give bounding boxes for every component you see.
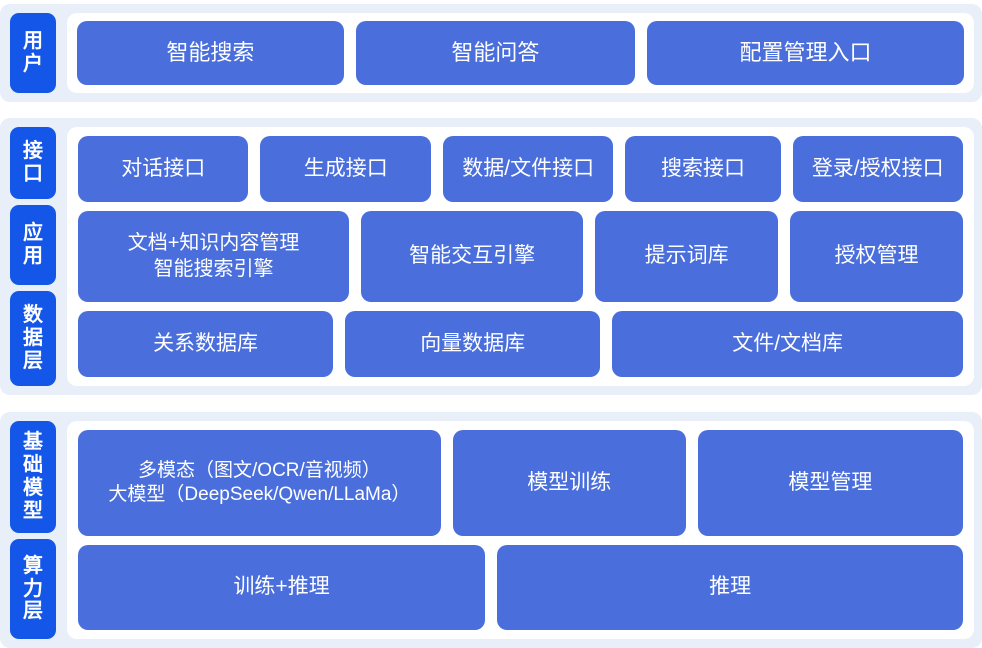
sidebar-tab-user[interactable]: 用 户 [10,13,56,93]
tab-column-user: 用 户 [10,13,56,93]
tab-char: 基 [23,431,43,454]
node-dialog-interface[interactable]: 对话接口 [78,136,249,203]
node-search-interface[interactable]: 搜索接口 [625,136,781,203]
tab-char: 用 [23,245,43,267]
node-config-management-entry[interactable]: 配置管理入口 [647,21,964,85]
tab-char: 数 [23,304,43,327]
tab-column-middle: 接 口 应 用 数 据 层 [10,127,56,386]
sidebar-tab-foundation-model[interactable]: 基 础 模 型 [10,421,56,533]
tab-char: 口 [23,163,43,185]
node-data-file-interface[interactable]: 数据/文件接口 [442,136,614,203]
row-models: 多模态（图文/OCR/音视频） 大模型（DeepSeek/Qwen/LLaMa）… [78,430,963,537]
node-multimodal-large-model[interactable]: 多模态（图文/OCR/音视频） 大模型（DeepSeek/Qwen/LLaMa） [78,430,441,537]
node-file-document-store[interactable]: 文件/文档库 [612,310,964,377]
card-middle: 对话接口 生成接口 数据/文件接口 搜索接口 登录/授权接口 文档+知识内容管理… [67,127,974,386]
node-model-management[interactable]: 模型管理 [697,430,963,537]
row-compute: 训练+推理 推理 [78,545,963,631]
node-inference[interactable]: 推理 [497,545,963,631]
tab-char: 户 [23,53,43,75]
tab-char: 算 [23,554,43,577]
row-user-services: 智能搜索 智能问答 配置管理入口 [77,21,964,85]
row-applications: 文档+知识内容管理 智能搜索引擎 智能交互引擎 提示词库 授权管理 [78,211,963,302]
node-intelligent-interaction-engine[interactable]: 智能交互引擎 [361,211,584,302]
node-prompt-library[interactable]: 提示词库 [595,211,778,302]
row-interfaces: 对话接口 生成接口 数据/文件接口 搜索接口 登录/授权接口 [78,136,963,203]
tab-column-base: 基 础 模 型 算 力 层 [10,421,56,639]
node-doc-knowledge-management[interactable]: 文档+知识内容管理 智能搜索引擎 [78,211,350,302]
node-training-inference[interactable]: 训练+推理 [78,545,486,631]
tab-char: 接 [23,140,43,163]
tab-char: 据 [23,327,43,350]
section-middle: 接 口 应 用 数 据 层 对话接口 生成接口 数据/文件接口 搜索接口 登录/… [0,118,982,395]
tab-char: 应 [23,222,43,245]
tab-char: 础 [23,454,43,477]
node-vector-database[interactable]: 向量数据库 [345,310,601,377]
tab-char: 层 [23,349,43,372]
sidebar-tab-data-layer[interactable]: 数 据 层 [10,291,56,386]
card-user: 智能搜索 智能问答 配置管理入口 [67,13,974,93]
section-user: 用 户 智能搜索 智能问答 配置管理入口 [0,4,982,102]
card-base: 多模态（图文/OCR/音视频） 大模型（DeepSeek/Qwen/LLaMa）… [67,421,974,639]
tab-char: 用 [23,30,43,53]
node-intelligent-qa[interactable]: 智能问答 [355,21,636,85]
tab-char: 层 [23,600,43,623]
node-authorization-management[interactable]: 授权管理 [790,211,963,302]
sidebar-tab-compute-layer[interactable]: 算 力 层 [10,539,56,639]
node-generation-interface[interactable]: 生成接口 [260,136,431,203]
tab-char: 型 [23,499,43,522]
node-relational-database[interactable]: 关系数据库 [78,310,334,377]
tab-char: 力 [23,577,43,600]
tab-char: 模 [23,477,43,499]
node-login-auth-interface[interactable]: 登录/授权接口 [792,136,963,203]
sidebar-tab-application[interactable]: 应 用 [10,205,56,285]
node-model-training[interactable]: 模型训练 [452,430,686,537]
sidebar-tab-interface[interactable]: 接 口 [10,127,56,199]
row-data-stores: 关系数据库 向量数据库 文件/文档库 [78,310,964,377]
node-intelligent-search[interactable]: 智能搜索 [77,21,344,85]
section-base: 基 础 模 型 算 力 层 多模态（图文/OCR/音视频） 大模型（DeepSe… [0,412,982,648]
